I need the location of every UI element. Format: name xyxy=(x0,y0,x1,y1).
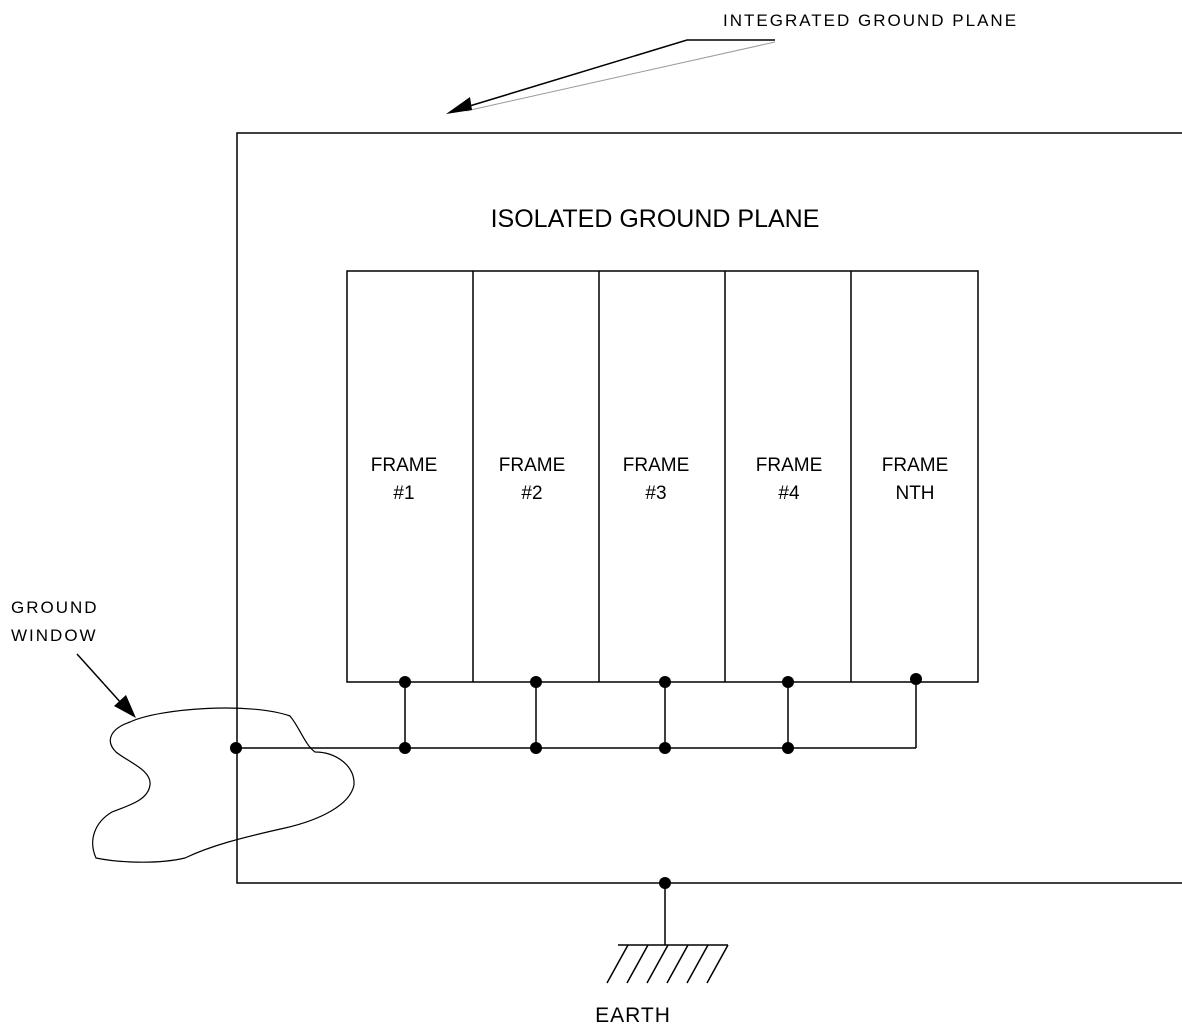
isolated-ground-plane-label: ISOLATED GROUND PLANE xyxy=(491,205,820,233)
connection-node xyxy=(782,742,794,754)
frame-2-label: FRAME xyxy=(499,455,566,476)
connection-node xyxy=(659,742,671,754)
frame-3-number: #3 xyxy=(645,483,666,504)
frame-4-label: FRAME xyxy=(756,455,823,476)
integrated-ground-plane-label: INTEGRATED GROUND PLANE xyxy=(723,11,1018,30)
ground-window-arrow xyxy=(76,653,136,718)
frame-nth-number: NTH xyxy=(895,483,934,504)
ground-bus xyxy=(237,679,917,749)
earth-label: EARTH xyxy=(595,1004,671,1026)
ground-window-boundary xyxy=(92,707,355,863)
frame-1-label: FRAME xyxy=(371,455,438,476)
frame-2-number: #2 xyxy=(521,483,542,504)
connection-node xyxy=(782,676,794,688)
earth-ground-symbol xyxy=(606,944,729,984)
ground-window-label-line1: GROUND xyxy=(11,598,99,617)
frame-3-label: FRAME xyxy=(623,455,690,476)
ground-window-label-line2: WINDOW xyxy=(11,626,98,645)
connection-node xyxy=(530,676,542,688)
integrated-ground-plane-arrow xyxy=(446,39,776,114)
frame-rack xyxy=(346,270,979,683)
frame-1-number: #1 xyxy=(393,483,414,504)
connection-node xyxy=(399,676,411,688)
connection-node xyxy=(399,742,411,754)
connection-node xyxy=(230,742,242,754)
frame-nth-label: FRAME xyxy=(882,455,949,476)
connection-node xyxy=(659,676,671,688)
integrated-ground-plane-box xyxy=(236,132,1182,884)
connection-node xyxy=(910,673,922,685)
connection-node xyxy=(530,742,542,754)
frame-4-number: #4 xyxy=(778,483,800,504)
connection-nodes xyxy=(230,673,922,889)
